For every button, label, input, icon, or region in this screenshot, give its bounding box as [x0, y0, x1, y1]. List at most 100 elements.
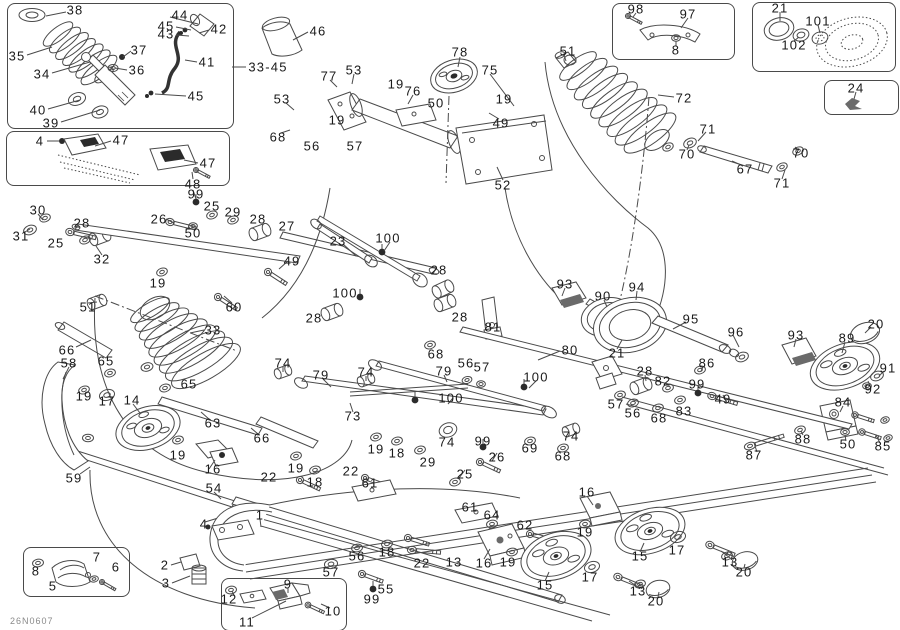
part-label-9: 9: [283, 576, 293, 592]
part-label-4: 4: [35, 133, 45, 149]
part-label-27: 27: [278, 218, 296, 234]
part-label-7: 7: [92, 549, 102, 565]
part-label-20: 20: [647, 593, 665, 609]
part-label-16: 16: [578, 484, 596, 500]
part-label-28: 28: [305, 310, 323, 326]
part-label-17: 17: [98, 393, 116, 409]
stopper-brackets-drawing: [58, 134, 212, 183]
part-label-81: 81: [484, 319, 502, 335]
guard-inset-drawing: [31, 557, 117, 593]
part-label-56: 56: [457, 355, 475, 371]
part-label-19: 19: [367, 441, 385, 457]
rail-and-track-drawing: [62, 327, 888, 621]
part-label-68: 68: [269, 129, 287, 145]
wheel-15a: [515, 523, 598, 589]
part-label-19: 19: [75, 388, 93, 404]
tube-66b: [256, 417, 318, 448]
part-label-97: 97: [679, 6, 697, 22]
left-guard-wheel-drawing: [42, 362, 318, 470]
part-label-57: 57: [473, 359, 491, 375]
part-label-39: 39: [42, 115, 60, 131]
part-label-51: 51: [79, 299, 97, 315]
part-label-52: 52: [494, 177, 512, 193]
part-label-98: 98: [627, 1, 645, 17]
part-label-99: 99: [474, 433, 492, 449]
brace-drawing: [624, 12, 700, 42]
part-label-83: 83: [675, 403, 693, 419]
part-label-25: 25: [47, 235, 65, 251]
diagram-code: 26N0607: [10, 616, 54, 626]
part-label-48: 48: [184, 176, 202, 192]
rear-shock-drawing: [556, 47, 806, 173]
part-label-49: 49: [492, 115, 510, 131]
part-label-29: 29: [419, 454, 437, 470]
part-label-50: 50: [184, 225, 202, 241]
part-label-8: 8: [31, 563, 41, 579]
wheel-14: [110, 398, 186, 458]
part-label-78: 78: [451, 44, 469, 60]
part-label-63: 63: [204, 415, 222, 431]
part-label-61: 61: [361, 475, 379, 491]
part-label-12: 12: [220, 591, 238, 607]
bracket-52: [456, 115, 552, 184]
part-label-22: 22: [260, 469, 278, 485]
shaft-95: [652, 316, 728, 352]
part-label-19: 19: [387, 76, 405, 92]
part-label-13: 13: [721, 554, 739, 570]
part-label-55: 55: [377, 581, 395, 597]
part-label-101: 101: [805, 13, 831, 29]
part-label-53: 53: [345, 62, 363, 78]
upper-arm-23-drawing: [309, 216, 502, 351]
part-label-92: 92: [864, 381, 882, 397]
part-label-93: 93: [787, 327, 805, 343]
part-label-25: 25: [203, 198, 221, 214]
part-label-49: 49: [283, 253, 301, 269]
front-arm-drawing: [328, 50, 576, 184]
part-label-69: 69: [521, 440, 539, 456]
part-label-29: 29: [224, 204, 242, 220]
part-label-87: 87: [745, 447, 763, 463]
part-label-62: 62: [516, 517, 534, 533]
part-label-19: 19: [576, 524, 594, 540]
part-label-18: 18: [306, 474, 324, 490]
part-label-102: 102: [781, 37, 807, 53]
part-label-28: 28: [73, 215, 91, 231]
part-label-71: 71: [699, 121, 717, 137]
part-label-72: 72: [675, 90, 693, 106]
part-label-26: 26: [150, 211, 168, 227]
part-label-82: 82: [654, 373, 672, 389]
part-label-18: 18: [378, 544, 396, 560]
front-shock-drawing: [19, 9, 214, 121]
part-label-66: 66: [253, 430, 271, 446]
part-label-90: 90: [594, 288, 612, 304]
part-label-23: 23: [329, 233, 347, 249]
part-label-50: 50: [427, 95, 445, 111]
part-label-11: 11: [239, 614, 255, 630]
hose-41: [162, 32, 180, 93]
part-label-22: 22: [413, 555, 431, 571]
part-label-20: 20: [867, 316, 885, 332]
part-label-41: 41: [198, 54, 216, 70]
part-label-57: 57: [322, 564, 340, 580]
part-label-32: 32: [93, 251, 111, 267]
part-label-57: 57: [346, 138, 364, 154]
part-label-76: 76: [404, 83, 422, 99]
part-label-15: 15: [536, 577, 554, 593]
part-label-50: 50: [839, 436, 857, 452]
part-label-16: 16: [475, 555, 493, 571]
part-label-61: 61: [461, 499, 479, 515]
part-label-19: 19: [149, 275, 167, 291]
part-label-80: 80: [561, 342, 579, 358]
part-label-17: 17: [668, 542, 686, 558]
part-label-94: 94: [628, 279, 646, 295]
part-label-84: 84: [834, 394, 852, 410]
part-label-21: 21: [608, 345, 626, 361]
part-label-19: 19: [169, 447, 187, 463]
part-label-38: 38: [66, 2, 84, 18]
part-label-71: 71: [773, 175, 791, 191]
part-label-34: 34: [33, 66, 51, 82]
part-label-77: 77: [320, 68, 338, 84]
sprocket-drawing: [762, 10, 893, 75]
part-label-1: 1: [255, 507, 265, 523]
